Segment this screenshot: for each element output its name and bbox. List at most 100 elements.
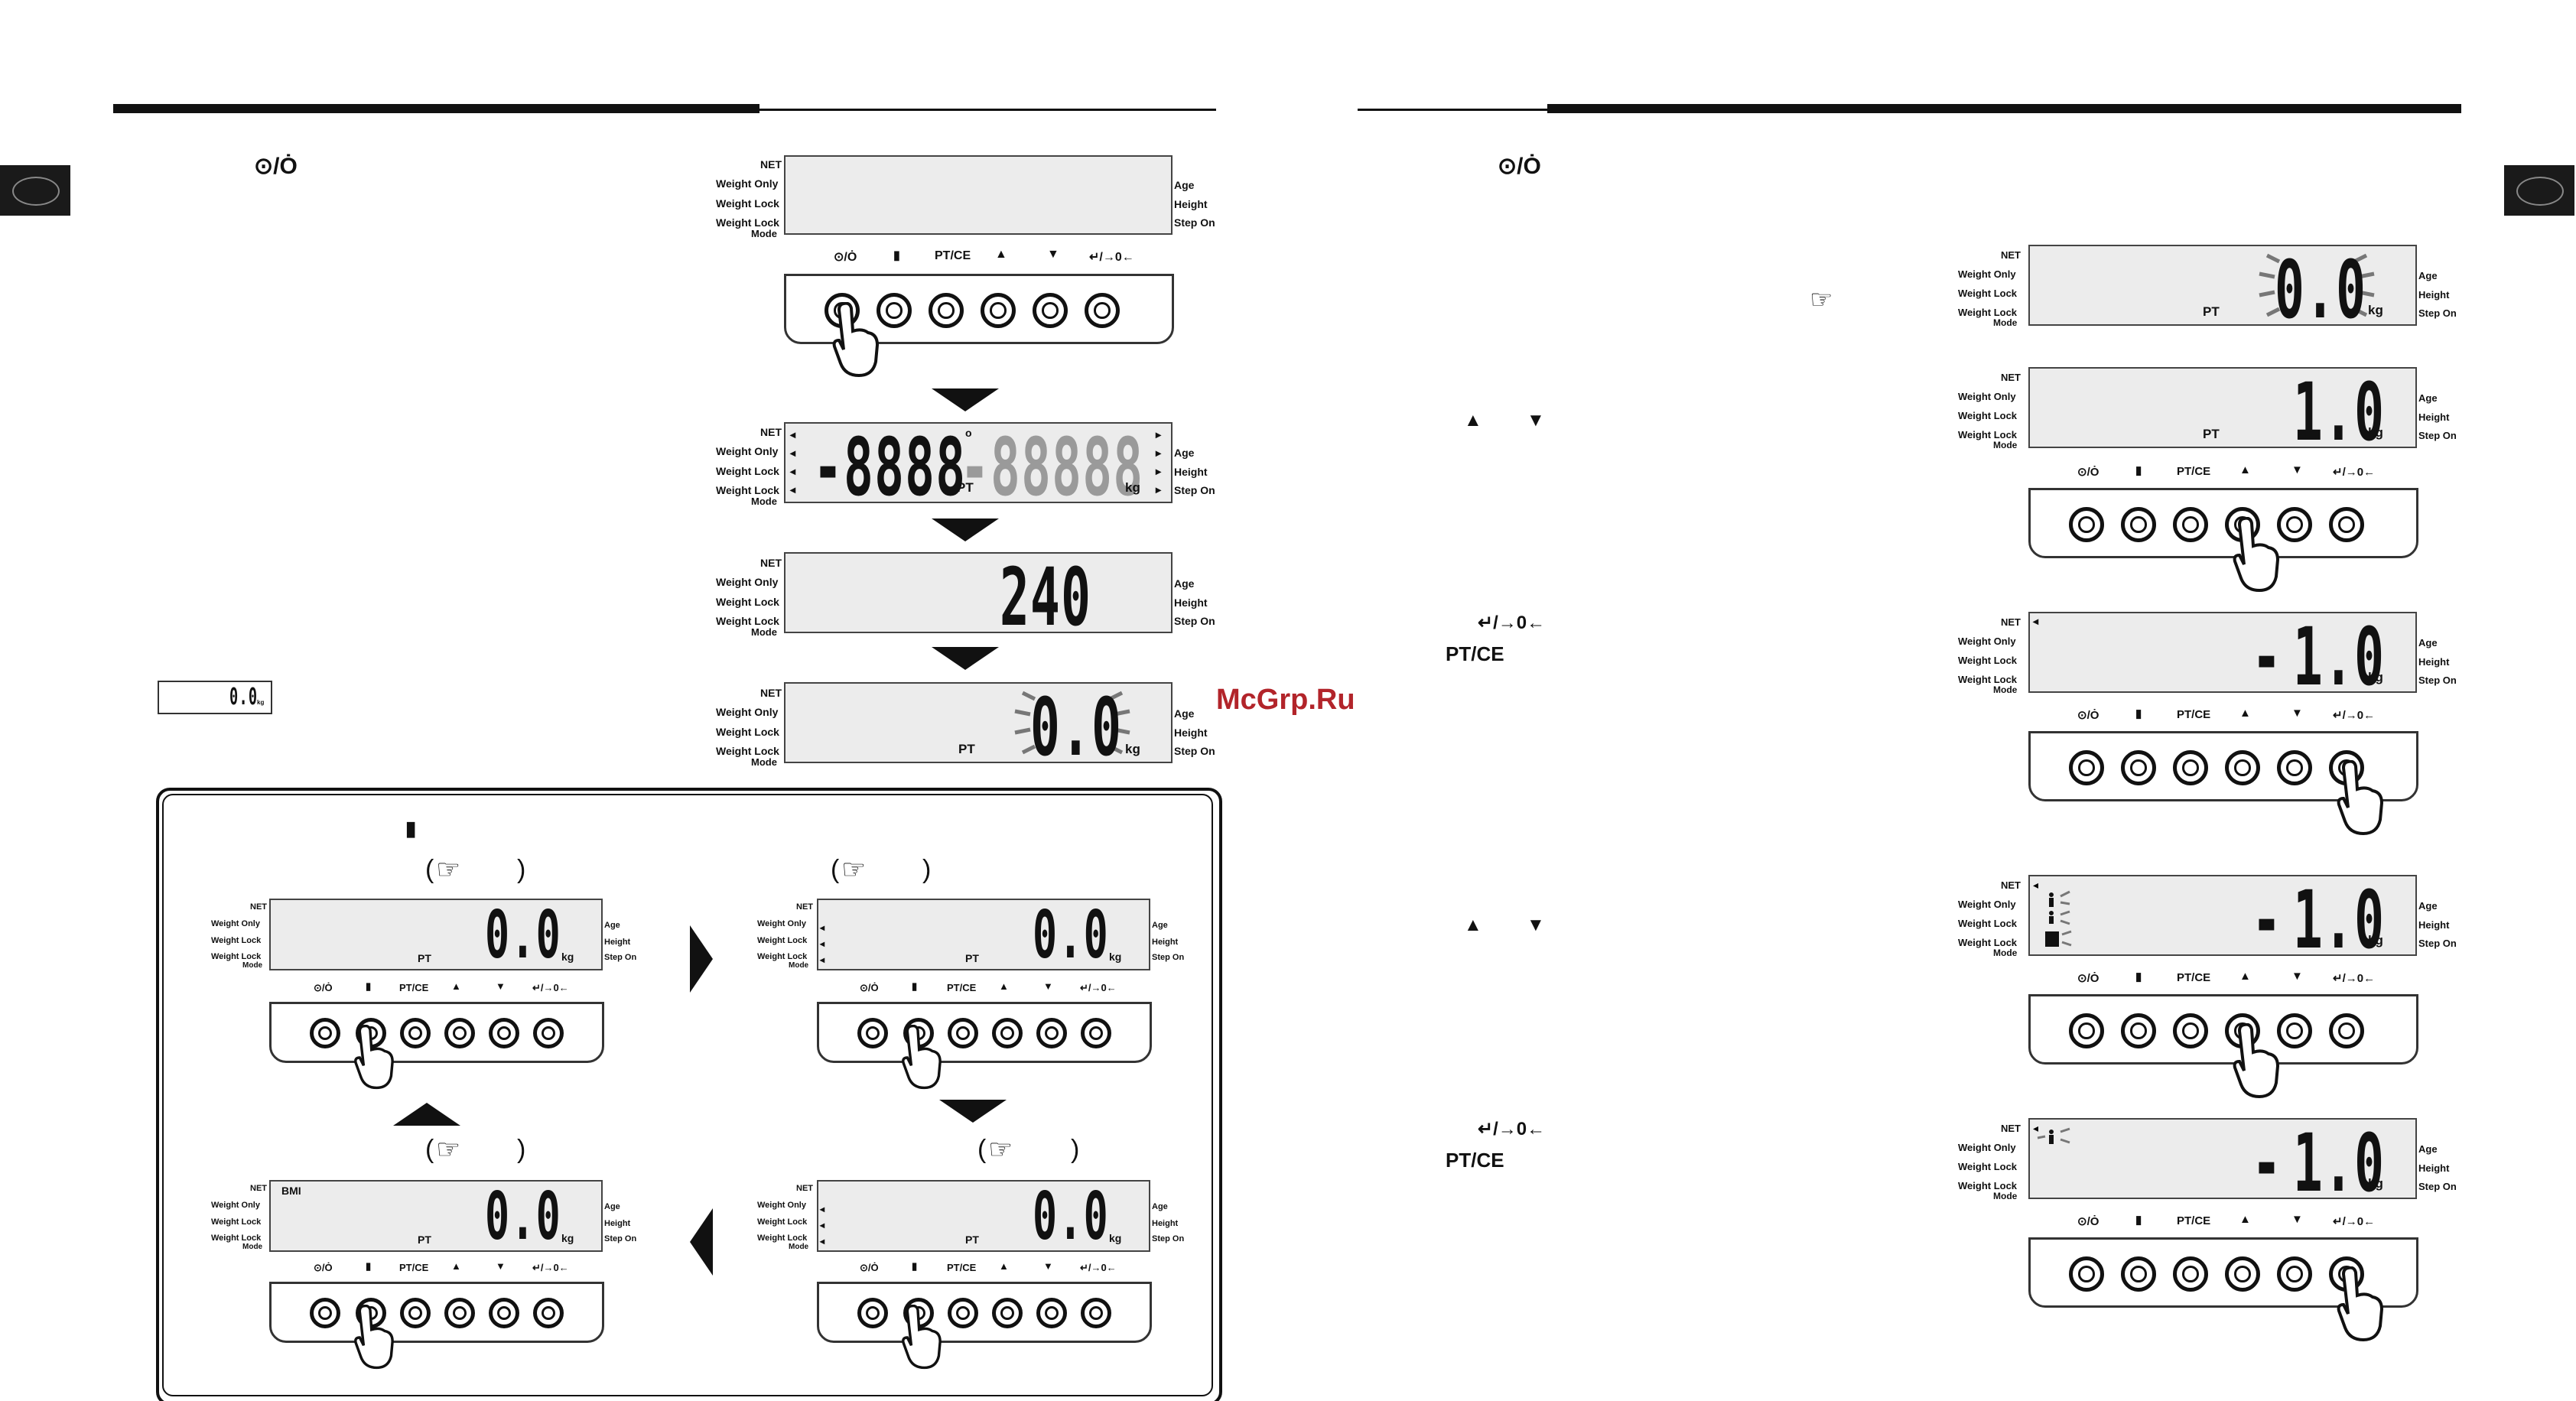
lcd-label-weight-only: Weight Only — [716, 177, 779, 190]
enter-button[interactable] — [2329, 507, 2364, 542]
ptce-button[interactable] — [948, 1018, 978, 1048]
label-up: ▲ — [995, 248, 1007, 261]
power-button[interactable] — [2069, 507, 2104, 542]
down-button[interactable] — [2277, 750, 2312, 785]
down-button[interactable] — [2277, 1256, 2312, 1292]
power-button[interactable] — [310, 1298, 340, 1328]
lcd-display-count: 240 — [784, 551, 1173, 644]
up-button[interactable] — [444, 1298, 475, 1328]
user-type-icons: ◂ — [2033, 879, 2072, 947]
enter-button[interactable] — [1085, 293, 1120, 328]
down-button[interactable] — [2277, 1013, 2312, 1048]
label-down: ▼ — [1047, 248, 1059, 261]
degree-marker: o — [965, 427, 972, 439]
up-button[interactable] — [2225, 1256, 2260, 1292]
ptce-button[interactable] — [2173, 1013, 2208, 1048]
language-tab-left — [0, 165, 70, 216]
enter-button[interactable] — [533, 1298, 564, 1328]
weight-button[interactable] — [2121, 1256, 2156, 1292]
lcd-label-step-on: Step On — [1174, 216, 1215, 229]
arrow-down-1 — [932, 388, 999, 411]
ptce-button[interactable] — [2173, 507, 2208, 542]
lcd-label-weight-lock-mode: Weight Lock — [716, 216, 779, 229]
down-symbol-2: ▼ — [1527, 915, 1545, 935]
lcd-label-weight-lock: Weight Lock — [716, 596, 779, 608]
svg-text:◂: ◂ — [2033, 1122, 2038, 1134]
down-button[interactable] — [1036, 1018, 1067, 1048]
up-button[interactable] — [992, 1018, 1023, 1048]
lcd-label-mode: Mode — [751, 496, 777, 507]
lcd-label-height: Height — [1174, 198, 1208, 210]
weight-icon: ▮ — [405, 817, 417, 840]
power-button[interactable] — [2069, 750, 2104, 785]
ptce-button[interactable] — [400, 1018, 431, 1048]
enter-button[interactable] — [2329, 1013, 2364, 1048]
hand-point-icon: ☞ — [436, 1133, 461, 1165]
pressing-finger-icon — [902, 1305, 942, 1370]
pressing-finger-icon — [354, 1025, 394, 1090]
up-button[interactable] — [992, 1298, 1023, 1328]
kg-label: kg — [1125, 480, 1140, 495]
power-button[interactable] — [857, 1298, 888, 1328]
lcd-label-weight-lock: Weight Lock — [716, 726, 779, 738]
weight-button[interactable] — [877, 293, 912, 328]
arrow-right-markers: ▸▸▸▸ — [1156, 428, 1162, 496]
lcd-label-height: Height — [1174, 727, 1208, 739]
ptce-symbol-1: PT/CE — [1446, 642, 1504, 665]
label-power: ⊙/Ȯ — [834, 251, 857, 264]
lcd-label-net: NET — [760, 687, 782, 699]
down-button[interactable] — [1036, 1298, 1067, 1328]
lcd-label-weight-lock: Weight Lock — [716, 465, 779, 477]
down-button[interactable] — [489, 1298, 519, 1328]
power-button[interactable] — [310, 1018, 340, 1048]
hand-point-icon-right: ☞ — [1810, 285, 1833, 314]
hand-point-icon: ☞ — [436, 853, 461, 885]
lcd-display-all-segments: ◂◂◂◂ -8888 o -88888 PT kg ▸▸▸▸ — [784, 421, 1173, 514]
ptce-button[interactable] — [948, 1298, 978, 1328]
ptce-button[interactable] — [929, 293, 964, 328]
up-button[interactable] — [2225, 750, 2260, 785]
enter-button[interactable] — [1081, 1018, 1111, 1048]
cycle-lcd-d: ◂◂◂ 0.0 PT kg — [817, 1178, 1150, 1255]
right-lcd-zero: 0.0 PT kg — [2028, 243, 2417, 336]
ptce-button[interactable] — [400, 1298, 431, 1328]
pt-label: PT — [957, 480, 974, 495]
power-button[interactable] — [2069, 1013, 2104, 1048]
small-kg: kg — [257, 699, 265, 706]
up-button[interactable] — [444, 1018, 475, 1048]
power-button[interactable] — [2069, 1256, 2104, 1292]
ptce-button[interactable] — [2173, 1256, 2208, 1292]
power-symbol-left: ⊙/Ȯ — [254, 154, 298, 179]
up-symbol-2: ▲ — [1464, 915, 1482, 935]
down-button[interactable] — [489, 1018, 519, 1048]
right-panel-4 — [2028, 994, 2418, 1065]
pressing-finger-icon — [354, 1305, 394, 1370]
lcd-label-weight-only: Weight Only — [716, 576, 779, 588]
watermark: McGrp.Ru — [1216, 684, 1355, 716]
weight-button[interactable] — [2121, 750, 2156, 785]
down-symbol-1: ▼ — [1527, 410, 1545, 431]
header-bar-left — [113, 104, 759, 113]
inline-small-display: 0.0 kg — [158, 681, 272, 714]
right-lcd-neg-one: ◂ - 1.0 kg — [2028, 610, 2417, 704]
cycle-panel-c — [269, 1282, 604, 1343]
lcd-label-net: NET — [760, 426, 782, 438]
power-button[interactable] — [857, 1018, 888, 1048]
weight-button[interactable] — [2121, 507, 2156, 542]
weight-button[interactable] — [2121, 1013, 2156, 1048]
enter-button[interactable] — [533, 1018, 564, 1048]
lcd-label-age: Age — [1174, 179, 1195, 191]
right-lcd-neg-one-icons: ◂ - 1.0 kg — [2028, 873, 2417, 967]
lcd-label-step-on: Step On — [1174, 484, 1215, 496]
down-button[interactable] — [2277, 507, 2312, 542]
hand-point-icon: ☞ — [988, 1133, 1013, 1165]
enter-button[interactable] — [1081, 1298, 1111, 1328]
ptce-button[interactable] — [2173, 750, 2208, 785]
up-button[interactable] — [981, 293, 1016, 328]
ptce-symbol-2: PT/CE — [1446, 1149, 1504, 1172]
bmi-label: BMI — [281, 1185, 301, 1197]
lcd-label-weight-lock-mode: Weight Lock — [716, 484, 779, 496]
down-button[interactable] — [1033, 293, 1068, 328]
cycle-lcd-c: BMI 0.0 PT kg — [269, 1178, 603, 1255]
lcd-label-weight-only: Weight Only — [716, 445, 779, 457]
